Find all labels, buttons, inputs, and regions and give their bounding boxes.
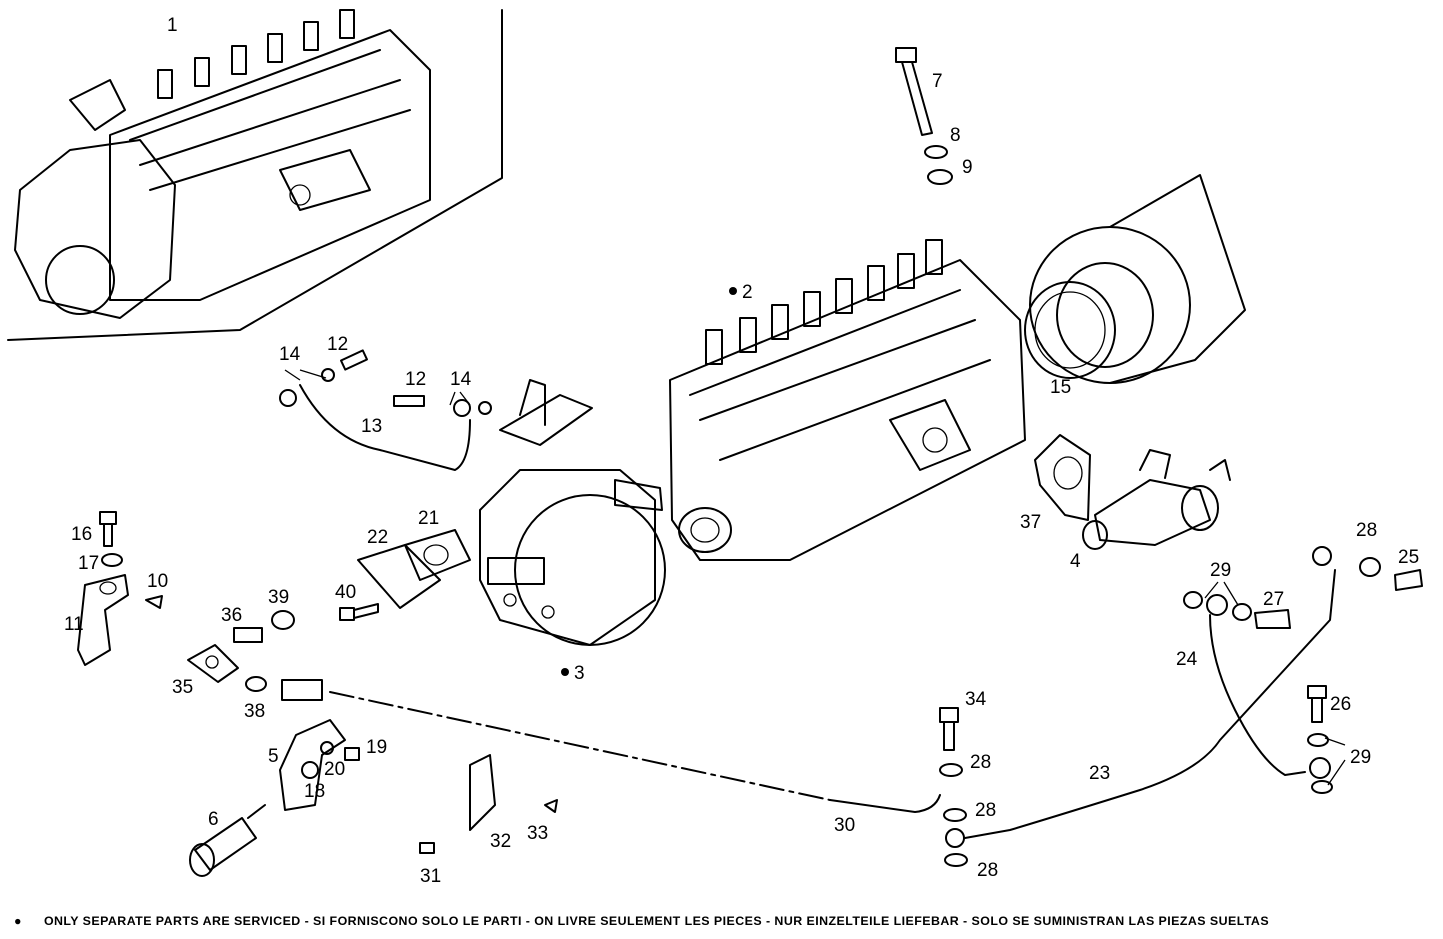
callout-8: 8	[950, 125, 961, 146]
callout-6: 6	[208, 809, 219, 830]
part-4-primer-pump	[1082, 449, 1231, 550]
callout-17: 17	[78, 553, 99, 574]
callout-28a: 28	[1356, 520, 1377, 541]
callout-32: 32	[490, 831, 511, 852]
part-2-pump-body	[669, 239, 1026, 561]
part-23-pipe	[945, 546, 1336, 848]
callout-39: 39	[268, 587, 289, 608]
part-28-washer-c	[944, 853, 968, 867]
callout-25: 25	[1398, 547, 1419, 568]
callout-3: 3	[574, 663, 585, 684]
part-29-washer-c	[1307, 733, 1329, 747]
part-6-sensor	[189, 804, 266, 877]
part-33-key	[544, 799, 558, 813]
callout-20: 20	[324, 759, 345, 780]
callout-28d: 28	[977, 860, 998, 881]
part-39-washer	[271, 610, 295, 630]
part-20-washer	[320, 741, 334, 755]
part-7-bolt	[895, 47, 933, 136]
part-21-gasket	[404, 529, 471, 581]
callout-9: 9	[962, 157, 973, 178]
callout-26: 26	[1330, 694, 1351, 715]
callout-35: 35	[172, 677, 193, 698]
part-13-pipe	[279, 349, 492, 471]
callout-31: 31	[420, 866, 441, 887]
callout-40: 40	[335, 582, 356, 603]
part-31-screw	[419, 842, 435, 854]
callout-29a: 29	[1210, 560, 1231, 581]
callout-27: 27	[1263, 589, 1284, 610]
part-29-washer-d	[1311, 780, 1333, 794]
callout-22: 22	[367, 527, 388, 548]
callout-11: 11	[64, 614, 84, 635]
part-8-washer	[924, 145, 948, 159]
part-3-governor-housing	[479, 379, 666, 646]
callout-13: 13	[361, 416, 382, 437]
callout-1: 1	[167, 15, 178, 36]
callout-14a: 14	[279, 344, 301, 365]
callout-12b: 12	[405, 369, 426, 390]
part-28-washer-d	[1359, 557, 1381, 577]
part-28-washer-a	[939, 763, 963, 777]
callout-10: 10	[147, 571, 168, 592]
callout-5: 5	[268, 746, 279, 767]
callout-12a: 12	[327, 334, 348, 355]
callout-19: 19	[366, 737, 387, 758]
part-11-lever	[77, 574, 129, 666]
part-40-screw	[339, 603, 379, 621]
part-17-washer	[101, 553, 123, 567]
part-16-bolt	[99, 511, 117, 547]
callout-21: 21	[418, 508, 439, 529]
callout-23: 23	[1089, 763, 1110, 784]
callout-labels: 1 2 3 4 5 6 7 8 9 10 11 12 12 13 14 14 1…	[64, 15, 1419, 887]
callout-4: 4	[1070, 551, 1081, 572]
part-28-washer-b	[943, 808, 967, 822]
part-29-washer-b	[1232, 603, 1252, 621]
callout-18: 18	[304, 781, 325, 802]
callout-16: 16	[71, 524, 92, 545]
part-19-screw	[344, 747, 360, 761]
part-34-banjo-bolt	[939, 707, 959, 751]
part-35-union	[187, 644, 239, 683]
bullet-marker-2	[729, 287, 737, 295]
part-27-banjo-bolt	[1254, 609, 1291, 629]
part-15-flange-housing	[1024, 174, 1246, 384]
callout-30: 30	[834, 815, 855, 836]
callout-24: 24	[1176, 649, 1198, 670]
callout-28c: 28	[975, 800, 996, 821]
part-24-pipe	[1206, 594, 1331, 779]
part-38-washer	[245, 676, 267, 692]
part-5-bracket	[279, 719, 346, 811]
callout-14b: 14	[450, 369, 472, 390]
part-18-washer	[301, 761, 319, 779]
part-36-fitting	[233, 627, 263, 643]
callout-15: 15	[1050, 377, 1071, 398]
part-26-banjo-bolt	[1307, 685, 1327, 723]
leader-lines	[284, 369, 1346, 786]
callout-38: 38	[244, 701, 265, 722]
service-note-text: ONLY SEPARATE PARTS ARE SERVICED - SI FO…	[43, 914, 1270, 928]
callout-2: 2	[742, 282, 753, 303]
part-25-banjo-bolt	[1394, 569, 1423, 591]
part-32-bracket	[469, 754, 496, 831]
part-1-pump-assembly	[14, 9, 431, 319]
callout-29b: 29	[1350, 747, 1371, 768]
part-22-plate	[357, 544, 441, 609]
part-9-washer	[927, 169, 953, 185]
callout-7: 7	[932, 71, 943, 92]
part-37-gasket	[1034, 434, 1091, 521]
bullet-marker-3	[561, 668, 569, 676]
service-note: ● ONLY SEPARATE PARTS ARE SERVICED - SI F…	[14, 914, 1434, 928]
part-29-washer-a	[1183, 591, 1203, 609]
callout-34: 34	[965, 689, 987, 710]
callout-33: 33	[527, 823, 548, 844]
part-30-pipe	[281, 679, 941, 813]
callout-36: 36	[221, 605, 242, 626]
part-10-key	[145, 595, 163, 609]
assembly-frame	[7, 9, 503, 341]
service-note-bullet: ●	[14, 914, 22, 928]
callout-28b: 28	[970, 752, 991, 773]
callout-37: 37	[1020, 512, 1041, 533]
